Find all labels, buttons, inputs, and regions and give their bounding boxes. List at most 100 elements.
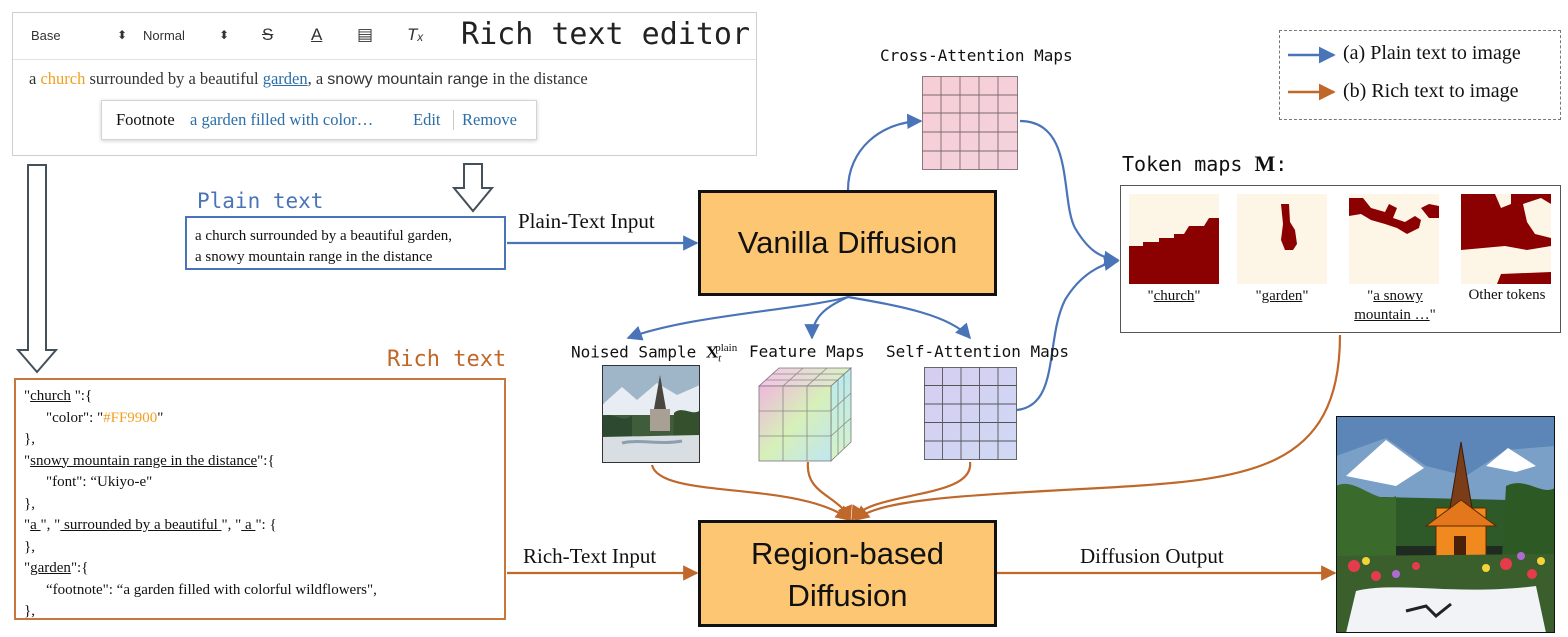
rich-line: "snowy mountain range in the distance":{ xyxy=(24,451,496,473)
footnote-icon[interactable]: ▤ xyxy=(357,25,374,44)
cross-to-token-arrow xyxy=(1019,119,1120,267)
vanilla-to-feature-arrow xyxy=(804,295,849,340)
editor-word: , a xyxy=(307,69,328,88)
vanilla-diffusion-label: Vanilla Diffusion xyxy=(737,225,958,260)
self-to-token-arrow xyxy=(1016,255,1120,412)
rich-text-box: "church ":{ "color": "#FF9900" }, "snowy… xyxy=(14,378,506,620)
editor-word: surrounded by a beautiful xyxy=(85,69,263,88)
rich-token: snowy mountain range in the distance xyxy=(30,452,258,469)
diffusion-output-label: Diffusion Output xyxy=(1080,544,1224,568)
token-maps-title: Token maps M: xyxy=(1122,151,1287,177)
rich-token: church xyxy=(30,388,71,404)
editor-word: a xyxy=(29,69,41,88)
editor-word-church: church xyxy=(40,69,86,88)
hollow-arrow-editor xyxy=(451,163,495,213)
rich-token: ":{ xyxy=(257,452,275,469)
vanilla-diffusion-block: Vanilla Diffusion xyxy=(698,190,997,296)
vanilla-to-noised-arrow xyxy=(626,295,849,341)
editor-toolbar: Base ⬍ Normal ⬍ S A ▤ Tₓ Rich text edito… xyxy=(13,13,756,60)
token-map-church xyxy=(1129,194,1219,284)
vanilla-to-self-arrow xyxy=(847,295,972,340)
self-attention-map xyxy=(924,367,1017,460)
quote: " xyxy=(1194,288,1201,304)
quote: " xyxy=(1367,288,1374,304)
rich-token: " xyxy=(24,517,31,533)
token-maps-colon: : xyxy=(1275,152,1288,176)
clear-format-icon[interactable]: Tₓ xyxy=(407,25,424,44)
rich-token: ", " xyxy=(40,517,61,533)
rich-input-label: Rich-Text Input xyxy=(523,544,657,568)
cross-attention-title: Cross-Attention Maps xyxy=(880,46,1073,65)
token-map-garden xyxy=(1237,194,1327,284)
rich-token: a xyxy=(30,517,41,533)
feature-to-region-arrow xyxy=(806,461,852,522)
rich-line: “footnote": “a garden filled with colorf… xyxy=(46,581,377,598)
editor-content[interactable]: a church surrounded by a beautiful garde… xyxy=(29,69,588,89)
plain-text-line: a snowy mountain range in the distance xyxy=(195,249,433,265)
cross-attention-map xyxy=(922,76,1018,170)
token-word: church xyxy=(1153,288,1195,304)
footnote-label: Footnote xyxy=(116,110,175,129)
legend-rich: (b) Rich text to image xyxy=(1343,80,1519,102)
token-word: mountain … xyxy=(1354,307,1430,323)
region-diffusion-block: Region-based Diffusion xyxy=(698,520,997,627)
rich-line: "font": “Ukiyo-e" xyxy=(46,474,153,490)
plain-input-label: Plain-Text Input xyxy=(518,209,655,233)
legend-plain: (a) Plain text to image xyxy=(1343,42,1521,64)
token-label-other: Other tokens xyxy=(1468,287,1546,303)
size-select[interactable]: Normal xyxy=(143,28,185,43)
token-maps-symbol: M xyxy=(1254,151,1276,176)
font-select-arrow-icon[interactable]: ⬍ xyxy=(117,28,128,42)
rich-token: surrounded by a beautiful xyxy=(60,517,222,533)
footnote-popup: Footnote a garden filled with color… Edi… xyxy=(101,100,537,140)
token-label-snowy: "a snowy mountain …" xyxy=(1339,287,1451,325)
rich-line: }, xyxy=(24,603,35,619)
region-diffusion-label-2: Diffusion xyxy=(787,578,908,613)
size-select-arrow-icon[interactable]: ⬍ xyxy=(219,28,230,42)
token-label-snowy-line2: mountain …" xyxy=(1339,306,1451,325)
editor-word: in the distance xyxy=(488,69,588,88)
rich-token: " xyxy=(24,388,31,404)
noised-to-region-arrow xyxy=(650,464,852,521)
quote: " xyxy=(1255,288,1262,304)
footnote-value: a garden filled with color… xyxy=(190,110,374,129)
editor-title: Rich text editor xyxy=(461,17,750,52)
rich-token: ", " xyxy=(221,517,242,533)
rich-text-editor: Base ⬍ Normal ⬍ S A ▤ Tₓ Rich text edito… xyxy=(12,12,757,156)
self-attention-title: Self-Attention Maps xyxy=(886,342,1070,361)
rich-token: "color": " xyxy=(46,409,104,426)
plain-text-title: Plain text xyxy=(197,189,324,213)
noised-symbol: X xyxy=(705,342,719,362)
footnote-edit-link[interactable]: Edit xyxy=(413,110,441,129)
plain-text-box: a church surrounded by a beautiful garde… xyxy=(185,216,506,270)
rich-line: "church ":{ xyxy=(24,386,496,408)
strikethrough-icon[interactable]: S xyxy=(262,25,274,44)
editor-word-garden[interactable]: garden xyxy=(262,69,308,88)
footnote-remove-link[interactable]: Remove xyxy=(462,110,517,129)
legend: (a) Plain text to image (b) Rich text to… xyxy=(1279,30,1561,120)
rich-token: " xyxy=(24,560,31,576)
rich-token: ": { xyxy=(255,517,277,533)
token-map-other xyxy=(1461,194,1551,284)
plain-text-line: a church surrounded by a beautiful garde… xyxy=(195,228,452,244)
token-to-region-arrow xyxy=(853,334,1342,521)
noised-sample-label: Noised Sample xyxy=(571,342,697,362)
vanilla-to-cross-arrow xyxy=(846,113,923,191)
feature-maps-title: Feature Maps xyxy=(749,342,865,361)
font-select[interactable]: Base xyxy=(31,28,61,43)
token-maps-panel: "church" "garden" "a snowy mountain …" O… xyxy=(1120,185,1561,333)
noised-superscript: plain xyxy=(715,342,738,354)
token-maps-label: Token maps xyxy=(1122,152,1243,176)
rich-token: " xyxy=(24,452,31,469)
rich-text-title: Rich text xyxy=(387,347,507,372)
feature-maps-cube xyxy=(757,367,853,462)
rich-token: a xyxy=(241,517,256,533)
rich-line: "color": "#FF9900" xyxy=(24,408,496,430)
token-map-snowy xyxy=(1349,194,1439,284)
noised-sample-image xyxy=(602,365,700,463)
font-color-icon[interactable]: A xyxy=(311,25,323,44)
quote: " xyxy=(1147,288,1154,304)
rich-line: }, xyxy=(24,538,35,555)
rich-token: ":{ xyxy=(70,560,89,576)
